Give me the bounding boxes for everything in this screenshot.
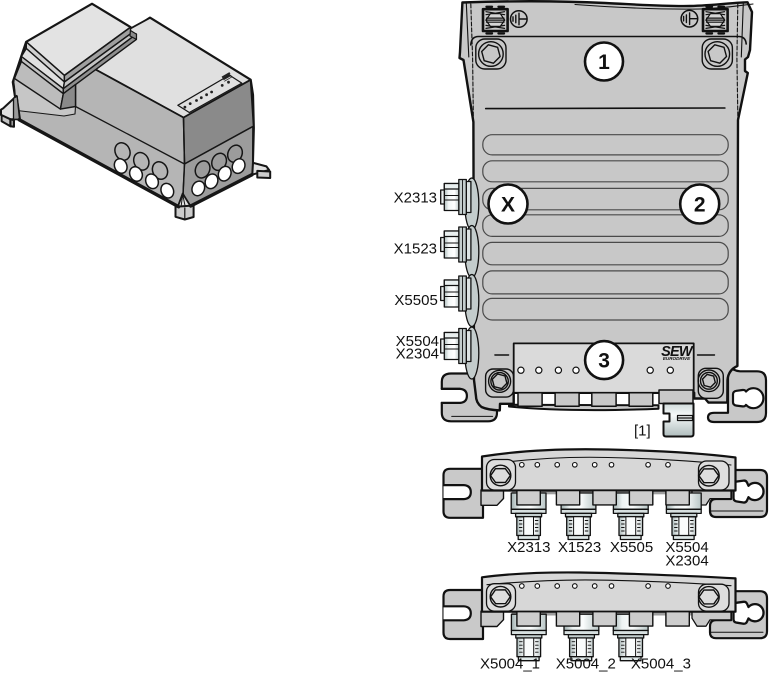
- svg-text:X2304: X2304: [396, 346, 439, 363]
- svg-text:X5505: X5505: [610, 539, 653, 556]
- svg-text:X1523: X1523: [558, 539, 601, 556]
- svg-text:X5504: X5504: [665, 539, 708, 556]
- svg-text:3: 3: [598, 350, 610, 373]
- svg-text:X: X: [501, 194, 515, 217]
- svg-text:X1523: X1523: [394, 241, 437, 258]
- svg-text:X5004_2: X5004_2: [556, 656, 616, 673]
- svg-text:X2313: X2313: [394, 190, 437, 207]
- svg-text:1: 1: [598, 51, 610, 74]
- svg-text:X5004_3: X5004_3: [631, 656, 691, 673]
- svg-text:SEW: SEW: [661, 344, 694, 360]
- svg-text:X2313: X2313: [507, 539, 550, 556]
- svg-text:X5504: X5504: [396, 333, 439, 350]
- svg-text:EURODRIVE: EURODRIVE: [663, 356, 691, 361]
- svg-text:2: 2: [694, 194, 706, 217]
- svg-text:X5004_1: X5004_1: [480, 656, 540, 673]
- svg-text:X2304: X2304: [665, 552, 708, 569]
- svg-text:[1]: [1]: [634, 423, 651, 440]
- svg-text:X5505: X5505: [394, 292, 437, 309]
